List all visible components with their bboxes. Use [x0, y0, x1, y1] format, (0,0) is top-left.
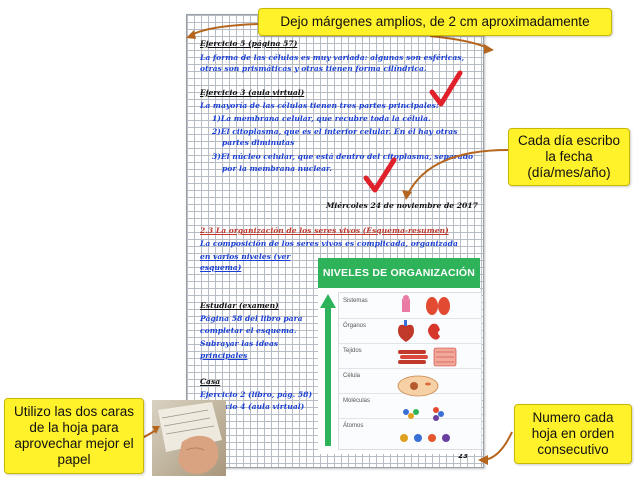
callout-date: Cada día escribo la fecha (día/mes/año)	[508, 128, 630, 186]
exercise-3-line-2: 1)La membrana celular, que recubre toda …	[212, 114, 431, 123]
checkmark-icon	[429, 70, 463, 107]
exercise-5-line-1: La forma de las células es muy variada: …	[200, 53, 465, 62]
arrow-icon	[478, 431, 513, 465]
study-line-2: completar el esquema.	[200, 326, 297, 335]
atom-icon	[400, 434, 450, 442]
level-label-atomos: Átomos	[343, 423, 364, 429]
cartilage-tissue-icon	[433, 347, 457, 367]
level-divider	[339, 343, 481, 344]
exercise-3-line-6: por la membrana nuclear.	[222, 164, 332, 173]
exercise-3-title: Ejercicio 3 (aula virtual)	[200, 88, 305, 97]
home-title: Casa	[200, 377, 221, 386]
organ-system-icon	[402, 295, 410, 312]
lungs-icon	[426, 297, 450, 315]
arrow-icon	[402, 149, 509, 200]
callout-both-sides: Utilizo las dos caras de la hoja para ap…	[4, 398, 144, 474]
hand-photo-illustration	[158, 402, 222, 474]
organization-levels-infographic: NIVELES DE ORGANIZACIÓN Sistemas Órganos…	[318, 258, 482, 454]
home-line-2: Ejercicio 4 (aula virtual)	[200, 402, 305, 411]
home-line-1: Ejercicio 2 (libro, pág. 58)	[200, 390, 313, 399]
exercise-3-line-4: partes diminutas	[222, 138, 295, 147]
exercise-5-line-2: otras son prismáticas y otras tienen for…	[200, 64, 427, 73]
infographic-body: Sistemas Órganos Tejidos Célula Molécula…	[338, 292, 482, 450]
section-line-1: La composición de los seres vivos es com…	[200, 239, 458, 248]
hand-turning-page-photo	[152, 400, 226, 476]
exercise-3-line-1: La mayoría de las células tienen tres pa…	[200, 101, 439, 110]
level-label-organos: Órganos	[343, 323, 367, 329]
study-line-3: Subrayar las ideas	[200, 339, 279, 348]
cell-icon	[397, 375, 439, 397]
section-title: 2.3 La organización de los seres vivos (…	[200, 226, 449, 235]
section-line-3: esquema)	[200, 263, 242, 272]
heart-icon	[398, 320, 414, 342]
study-title: Estudiar (examen)	[200, 301, 279, 310]
study-line-4: principales	[200, 351, 248, 360]
notebook-date: Miércoles 24 de noviembre de 2017	[326, 201, 478, 210]
level-label-celula: Célula	[343, 373, 361, 379]
level-label-moleculas: Moléculas	[343, 398, 371, 404]
exercise-3-line-5: 3)El núcleo celular, que está dentro del…	[212, 152, 474, 161]
arrow-icon	[186, 23, 259, 39]
checkmark-icon	[363, 157, 397, 193]
exercise-5-title: Ejercicio 5 (página 57)	[200, 39, 298, 48]
kidney-icon	[428, 323, 440, 340]
callout-margins: Dejo márgenes amplios, de 2 cm aproximad…	[258, 8, 612, 36]
arrow-icon	[141, 426, 160, 439]
section-line-2: en varios niveles (ver	[200, 252, 291, 261]
study-line-1: Página 58 del libro para	[200, 314, 303, 323]
page-number: 23	[458, 452, 468, 460]
infographic-illustrations	[320, 294, 457, 446]
exercise-3-line-3: 2)El citoplasma, que es el interior celu…	[212, 127, 458, 136]
muscle-tissue-icon	[398, 350, 428, 364]
level-divider	[339, 318, 481, 319]
infographic-title: NIVELES DE ORGANIZACIÓN	[318, 258, 480, 288]
level-label-sistemas: Sistemas	[343, 298, 368, 304]
molecule-icon	[403, 407, 444, 421]
up-arrow-icon	[320, 294, 336, 446]
arrow-icon	[429, 35, 494, 54]
level-label-tejidos: Tejidos	[343, 348, 362, 354]
level-divider	[339, 368, 481, 369]
callout-numbering: Numero cada hoja en orden consecutivo	[514, 404, 632, 464]
